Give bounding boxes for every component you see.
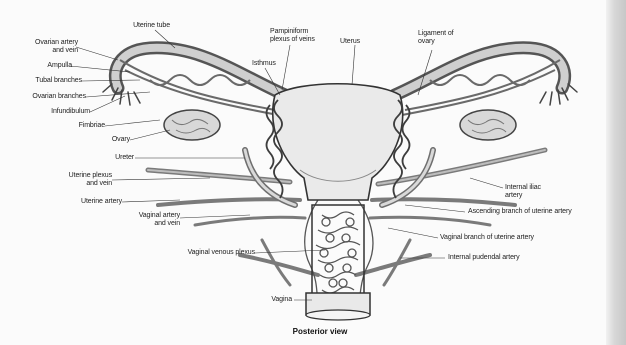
label-pampiniform-plexus: Pampiniform plexus of veins <box>270 28 350 43</box>
label-vagina: Vagina <box>240 296 292 304</box>
label-ovary: Ovary <box>92 136 130 144</box>
label-fimbriae: Fimbriae <box>60 122 105 130</box>
label-internal-pudendal-artery: Internal pudendal artery <box>448 254 558 262</box>
label-ovarian-artery-vein: Ovarian artery and vein <box>20 39 78 54</box>
label-tubal-branches: Tubal branches <box>14 77 82 85</box>
label-infundibulum: Infundibulum <box>28 108 90 116</box>
label-uterine-artery: Uterine artery <box>56 198 122 206</box>
label-vaginal-artery-vein: Vaginal artery and vein <box>110 212 180 227</box>
label-ascending-branch: Ascending branch of uterine artery <box>468 208 608 216</box>
figure-caption: Posterior view <box>280 327 360 336</box>
label-ovarian-branches: Ovarian branches <box>8 93 86 101</box>
label-uterus: Uterus <box>340 38 380 46</box>
label-isthmus: Isthmus <box>252 60 292 68</box>
vagina-shape <box>306 205 370 320</box>
label-uterine-plexus: Uterine plexus and vein <box>44 172 112 187</box>
label-ligament-of-ovary: Ligament of ovary <box>418 30 478 45</box>
label-internal-iliac-artery: Internal iliac artery <box>505 184 565 199</box>
label-ureter: Ureter <box>98 154 134 162</box>
label-vaginal-venous-plexus: Vaginal venous plexus <box>140 249 255 257</box>
label-ampulla: Ampulla <box>20 62 72 70</box>
label-uterine-tube: Uterine tube <box>112 22 170 30</box>
label-vaginal-branch: Vaginal branch of uterine artery <box>440 234 590 242</box>
